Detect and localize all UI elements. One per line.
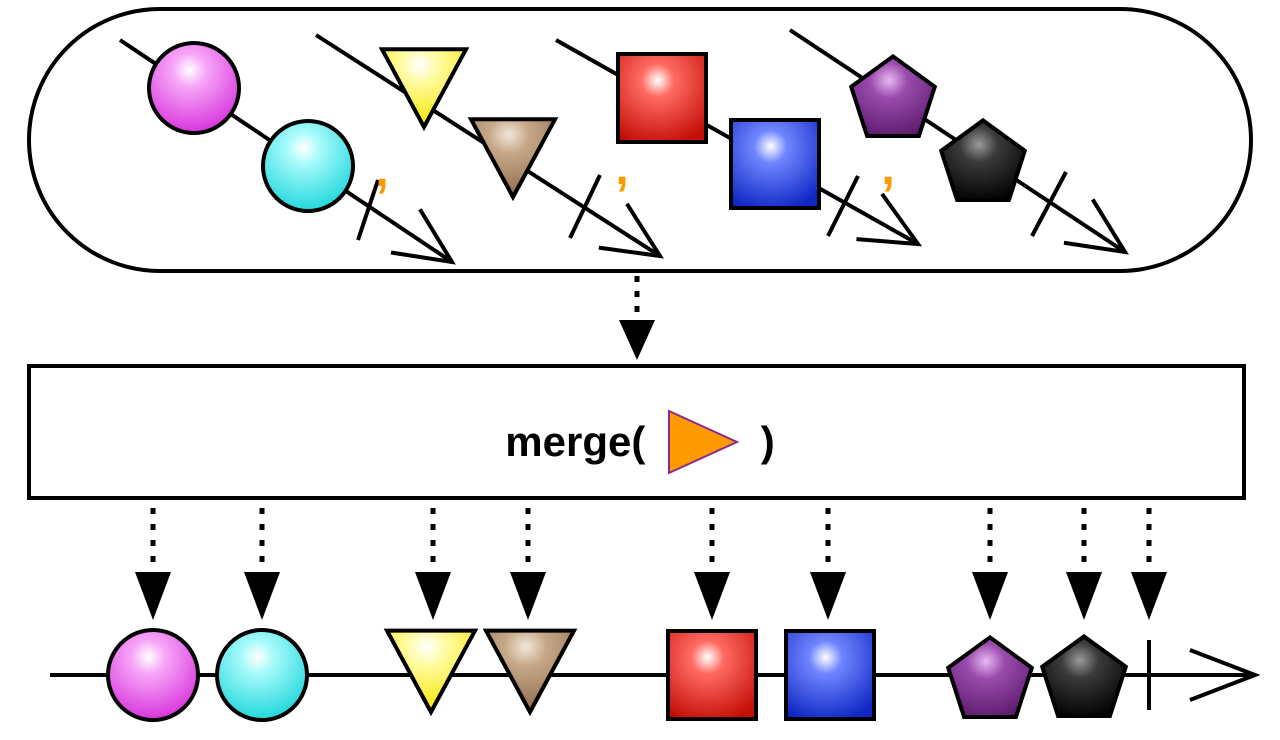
inner-item-purple-pentagon: [848, 53, 938, 138]
output-item-tan-triangle: [482, 628, 578, 717]
completion-marker: [356, 179, 380, 241]
inner-item-blue-square: [729, 118, 821, 210]
completion-marker: [1030, 171, 1068, 237]
inner-item-red-square: [616, 52, 708, 144]
timeline-arrowhead: [598, 202, 664, 259]
output-item-cyan-circle: [215, 628, 309, 722]
completion-marker: [826, 175, 860, 237]
emission-arrow: [810, 508, 846, 620]
output-arrows: [135, 508, 1167, 620]
output-item-blue-square: [784, 629, 876, 721]
stream-separator: ,: [615, 142, 628, 195]
inner-item-yellow-triangle: [378, 47, 470, 132]
emission-arrow: [510, 508, 546, 620]
output-item-red-square: [666, 629, 758, 721]
emission-arrow: [1131, 508, 1167, 620]
output-item-black-pentagon: [1039, 633, 1129, 718]
emission-arrow: [1066, 508, 1102, 620]
inner-item-cyan-circle: [261, 119, 355, 213]
inner-stream-1: [118, 38, 456, 265]
timeline-arrowhead: [856, 192, 923, 247]
emission-arrow: [244, 508, 280, 620]
inner-item-magenta-circle: [147, 41, 241, 135]
source-to-operator-arrow: [619, 276, 655, 360]
inner-item-black-pentagon: [938, 117, 1028, 202]
operator-box: [27, 364, 1246, 500]
timeline-arrowhead: [1063, 198, 1129, 255]
output-timeline-arrowhead: [1189, 648, 1261, 702]
inner-item-tan-triangle: [467, 117, 559, 202]
inner-stream-4: [788, 28, 1129, 255]
inner-stream-3: [555, 38, 923, 247]
stream-separator: ,: [375, 144, 388, 197]
inner-stream-2: [314, 33, 664, 259]
completion-marker: [568, 174, 602, 239]
emission-arrow: [694, 508, 730, 620]
output-stream: [50, 628, 1261, 722]
output-item-yellow-triangle: [383, 628, 479, 717]
output-item-magenta-circle: [106, 628, 200, 722]
inner-streams: ,,,: [118, 28, 1129, 265]
timeline-arrowhead: [390, 208, 456, 265]
output-item-purple-pentagon: [945, 634, 1035, 719]
stream-separator: ,: [881, 142, 894, 195]
emission-arrow: [972, 508, 1008, 620]
emission-arrow: [415, 508, 451, 620]
emission-arrow: [135, 508, 171, 620]
